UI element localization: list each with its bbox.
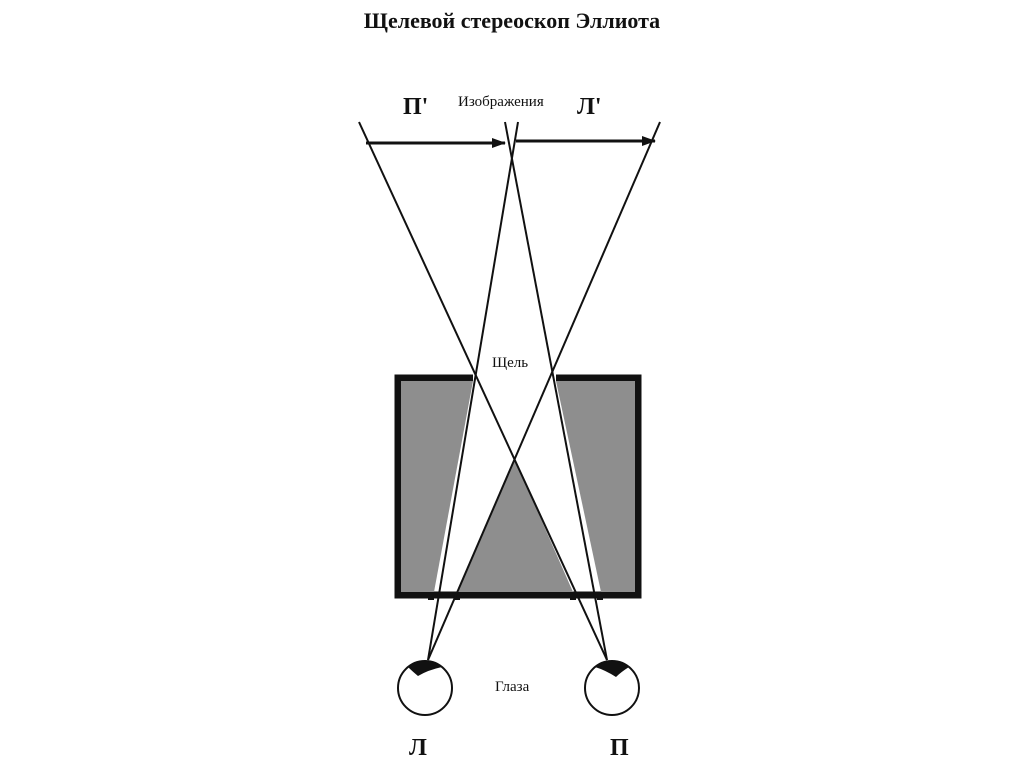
- box-foot: [428, 595, 434, 600]
- label-right-image: П': [403, 94, 428, 120]
- left-panel: [401, 381, 473, 592]
- slit-gap: [473, 373, 556, 382]
- label-left-image: Л': [577, 94, 602, 120]
- box-foot: [570, 595, 576, 600]
- label-images: Изображения: [458, 94, 544, 110]
- right-panel: [556, 381, 635, 592]
- label-right-eye: П: [610, 735, 629, 761]
- ray-left-eye-outer: [427, 121, 661, 661]
- left-eye-icon: [397, 660, 453, 716]
- label-eyes: Глаза: [495, 679, 530, 695]
- ray-left-eye-inner: [427, 121, 519, 661]
- ray-right-eye-inner: [504, 121, 608, 661]
- right-eye-icon: [584, 660, 640, 716]
- center-shadow: [457, 460, 573, 592]
- box-foot: [454, 595, 460, 600]
- slide-title: Щелевой стереоскоп Эллиота: [363, 8, 661, 33]
- ray-right-eye-outer: [358, 121, 608, 661]
- label-left-eye: Л: [409, 735, 427, 761]
- label-slit: Щель: [492, 355, 528, 371]
- box-foot: [597, 595, 603, 600]
